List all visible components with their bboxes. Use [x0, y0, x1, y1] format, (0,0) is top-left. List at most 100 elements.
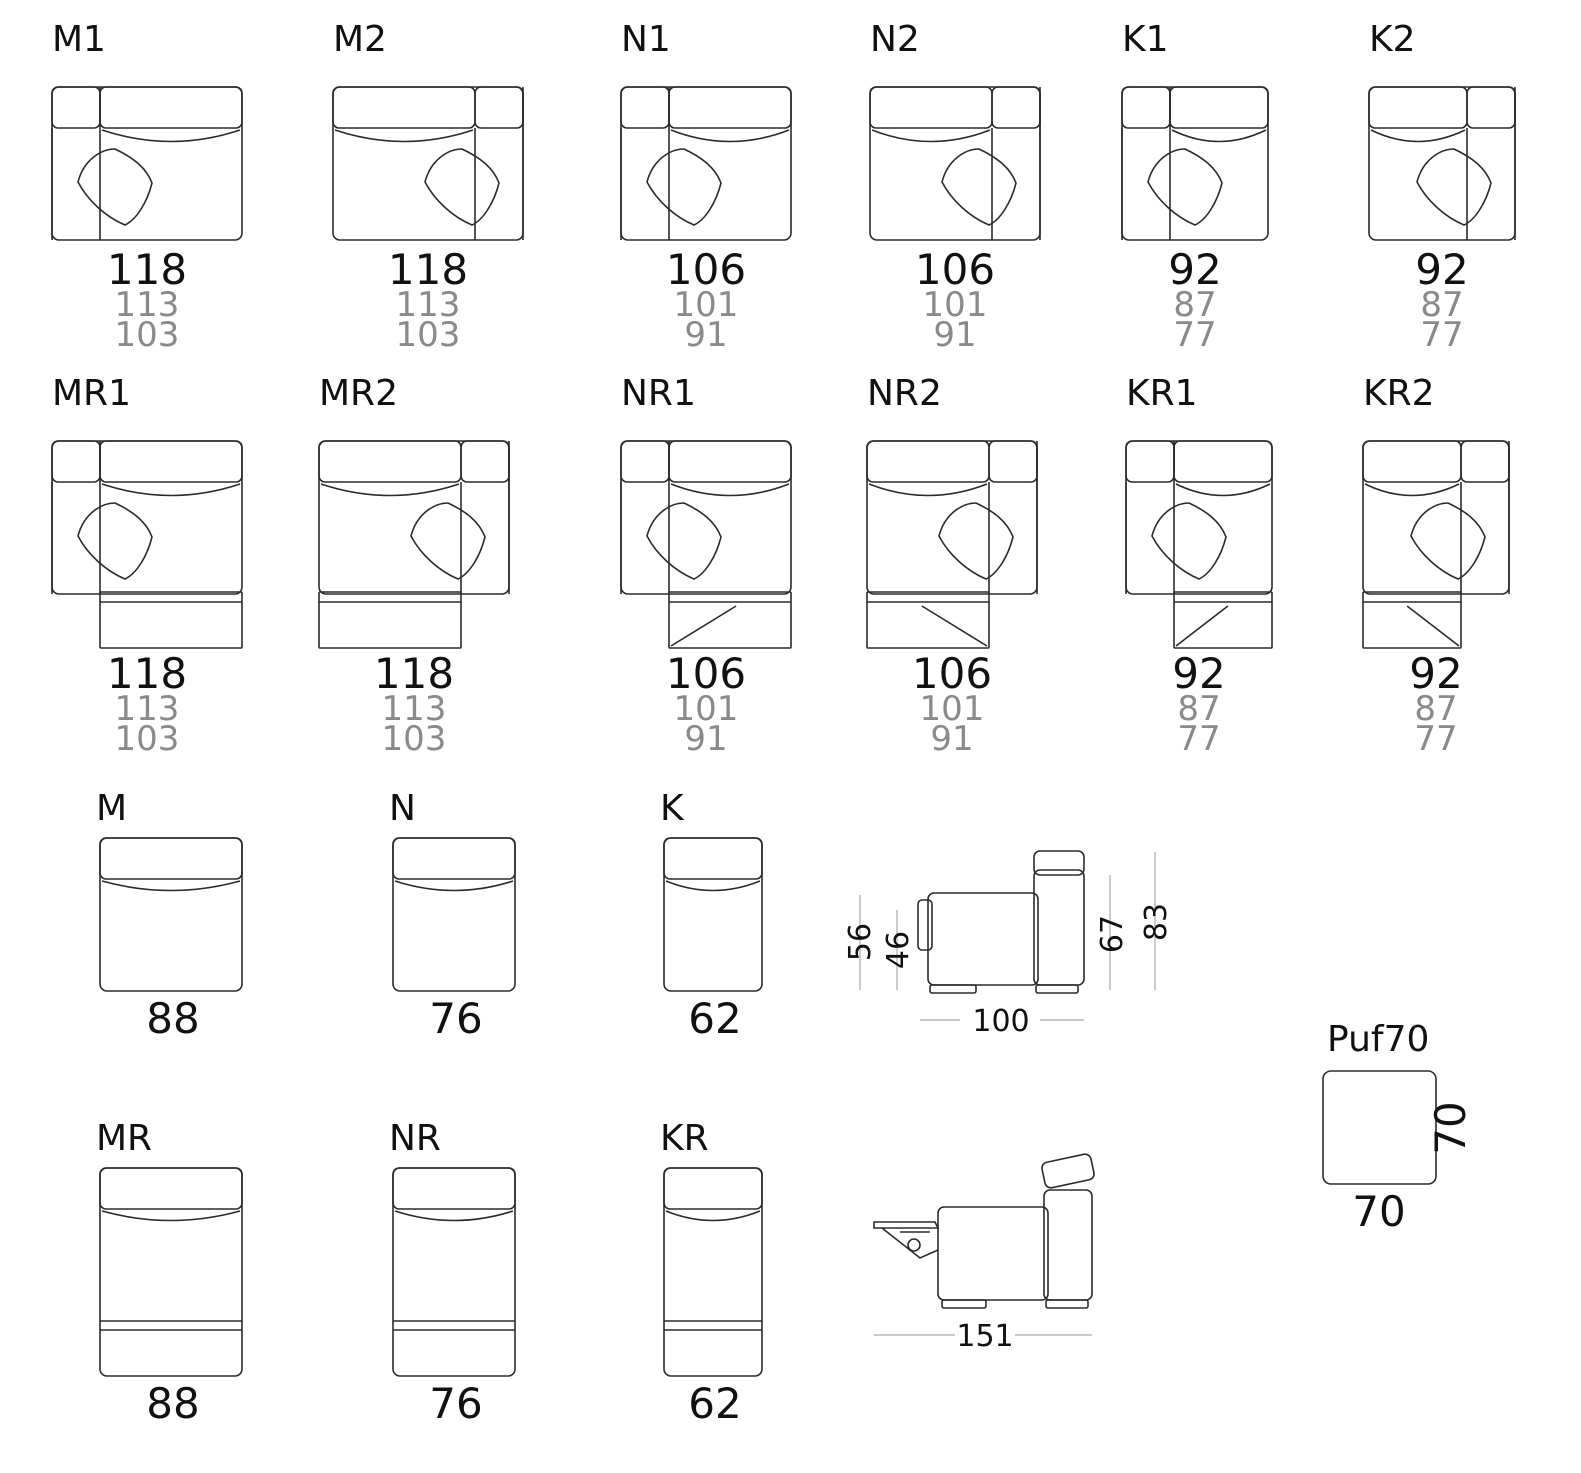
seat-height-dimension: 56: [843, 923, 878, 961]
width-dimension: 76: [429, 994, 482, 1043]
footrest-extension: [668, 591, 792, 649]
seat-edge: [394, 880, 514, 892]
seat-block: [927, 892, 1039, 986]
module-outline: [51, 86, 243, 241]
back-cushion: [866, 440, 990, 483]
width-dimension: 118: [107, 649, 187, 698]
footrest-diagonal: [921, 605, 988, 647]
back-cushion: [663, 837, 763, 880]
arm-cushion: [1121, 86, 1171, 129]
cushion-icon: [424, 148, 500, 226]
cushion-icon: [1147, 148, 1223, 226]
module-m: M 88: [96, 788, 243, 1043]
seat-edge: [394, 1210, 514, 1222]
width-dimension: 88: [146, 994, 199, 1043]
width-dimension-alt: 77: [1414, 719, 1457, 759]
cushion-icon: [410, 502, 486, 580]
module-label: K: [660, 788, 685, 829]
back-cushion: [668, 440, 792, 483]
module-outline: [99, 837, 243, 992]
module-outline: [392, 1167, 516, 1377]
module-label: M2: [333, 19, 387, 60]
width-dimension: 92: [1168, 245, 1221, 294]
width-dimension-alt: 101: [674, 689, 739, 729]
module-kr: KR 62: [660, 1118, 763, 1428]
module-label: MR1: [52, 373, 131, 414]
width-dimension-alt: 101: [674, 285, 739, 325]
backrest-block: [1043, 1189, 1093, 1301]
module-outline: [1121, 86, 1269, 241]
module-outline: [869, 86, 1041, 241]
cushion-icon: [941, 148, 1017, 226]
footrest-diagonal: [670, 605, 737, 647]
module-label: NR: [389, 1118, 441, 1159]
width-dimension: 92: [1415, 245, 1468, 294]
width-dimension-alt: 77: [1420, 315, 1463, 355]
module-outline: [866, 440, 1038, 595]
cushion-icon: [1151, 502, 1227, 580]
back-cushion: [668, 86, 792, 129]
backrest-block: [1033, 869, 1085, 986]
module-label: M1: [52, 19, 106, 60]
foot: [929, 984, 977, 994]
seat-edge: [101, 1210, 241, 1222]
seat-level-dimension: 46: [881, 931, 916, 969]
back-cushion: [99, 440, 243, 483]
width-dimension-alt: 91: [930, 719, 973, 759]
cushion-icon: [646, 148, 722, 226]
module-label: KR: [660, 1118, 709, 1159]
module-outline: [51, 440, 243, 595]
width-dimension: 92: [1172, 649, 1225, 698]
recline-mechanism: [881, 1227, 939, 1259]
module-label: MR: [96, 1118, 152, 1159]
module-label: N: [389, 788, 416, 829]
back-cushion: [1368, 86, 1468, 129]
foot: [941, 1299, 987, 1309]
back-cushion: [1362, 440, 1462, 483]
footrest-extension: [318, 591, 462, 649]
footrest-extension: [1362, 591, 1462, 649]
width-dimension-alt: 91: [933, 315, 976, 355]
seat-edge: [101, 483, 241, 497]
back-cushion: [1173, 440, 1273, 483]
width-dimension: 106: [666, 245, 746, 294]
pouf-label: Puf70: [1327, 1019, 1429, 1060]
back-height-dimension: 67: [1095, 915, 1130, 953]
module-outline: [1362, 440, 1510, 595]
arm-cushion: [988, 440, 1038, 483]
seat-edge: [1175, 483, 1271, 497]
seat-block: [937, 1206, 1049, 1301]
width-dimension-alt: 103: [382, 719, 447, 759]
seat-edge: [665, 880, 761, 892]
seat-edge: [101, 880, 241, 892]
module-label: M: [96, 788, 127, 829]
back-cushion: [99, 86, 243, 129]
width-dimension: 62: [688, 994, 741, 1043]
seat-edge: [334, 129, 474, 143]
module-label: KR2: [1363, 373, 1435, 414]
width-dimension: 92: [1409, 649, 1462, 698]
arm-cushion: [991, 86, 1041, 129]
module-label: MR2: [319, 373, 398, 414]
width-dimension: 106: [666, 649, 746, 698]
cushion-icon: [77, 502, 153, 580]
footrest-panel: [873, 1221, 940, 1229]
depth-dimension: 100: [972, 1004, 1029, 1039]
width-dimension-alt: 103: [115, 719, 180, 759]
arm-cushion: [460, 440, 510, 483]
module-label: N1: [621, 19, 671, 60]
module-label: NR1: [621, 373, 696, 414]
width-dimension: 118: [388, 245, 468, 294]
width-dimension-alt: 103: [115, 315, 180, 355]
width-dimension-alt: 113: [382, 689, 447, 729]
arm-cushion: [51, 440, 101, 483]
width-dimension: 62: [688, 1379, 741, 1428]
